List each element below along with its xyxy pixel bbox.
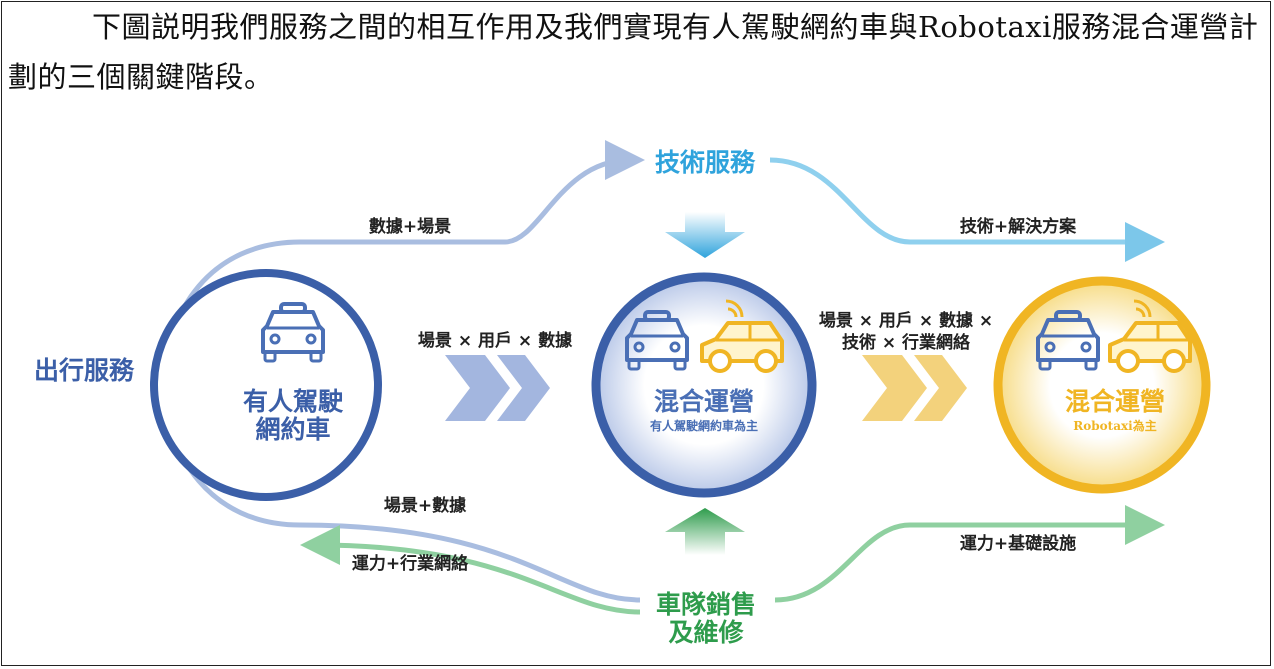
stage1-circle — [150, 269, 382, 501]
stage2-subtitle: 有人駕駛網約車為主 — [650, 418, 758, 433]
node-tech-service: 技術服務 — [655, 148, 756, 177]
label-scenario-data: 場景+數據 — [384, 495, 467, 516]
flow-tech-to-solution — [769, 157, 1165, 262]
label-data-scenario: 數據+場景 — [369, 216, 451, 237]
stage3-circle — [993, 276, 1211, 494]
node-fleet-sales-line2: 及維修 — [668, 618, 744, 647]
stage3-title: 混合運營 — [1065, 387, 1165, 416]
label-stage2-to-3-line1: 場景 × 用戶 × 數據 × — [819, 310, 993, 331]
flow-fleet-to-mobility — [300, 525, 641, 615]
stage1-title-line1: 有人駕駛 — [243, 387, 344, 416]
label-stage1-to-2: 場景 × 用戶 × 數據 — [418, 330, 573, 351]
flow-fleet-to-infra — [774, 505, 1165, 603]
stage1-title-line2: 網約車 — [255, 415, 330, 444]
chevron-gold-icon — [862, 355, 967, 421]
stage2-title: 混合運營 — [654, 387, 754, 416]
intro-paragraph: 下圖説明我們服務之間的相互作用及我們實現有人駕駛網約車與Robotaxi服務混合… — [8, 10, 1259, 94]
node-fleet-sales-line1: 車隊銷售 — [656, 590, 756, 619]
label-stage2-to-3-line2: 技術 × 行業網絡 — [842, 332, 971, 353]
stage2-circle — [591, 272, 817, 498]
down-arrow-icon — [665, 212, 745, 258]
node-mobility-service: 出行服務 — [34, 356, 135, 385]
label-capacity-network: 運力+行業網絡 — [352, 553, 469, 574]
stage3-subtitle: Robotaxi為主 — [1073, 418, 1156, 433]
label-tech-solution: 技術+解決方案 — [960, 216, 1077, 237]
label-capacity-infra: 運力+基礎設施 — [960, 533, 1076, 554]
up-arrow-icon — [665, 508, 745, 555]
chevron-blue-icon — [445, 355, 550, 421]
